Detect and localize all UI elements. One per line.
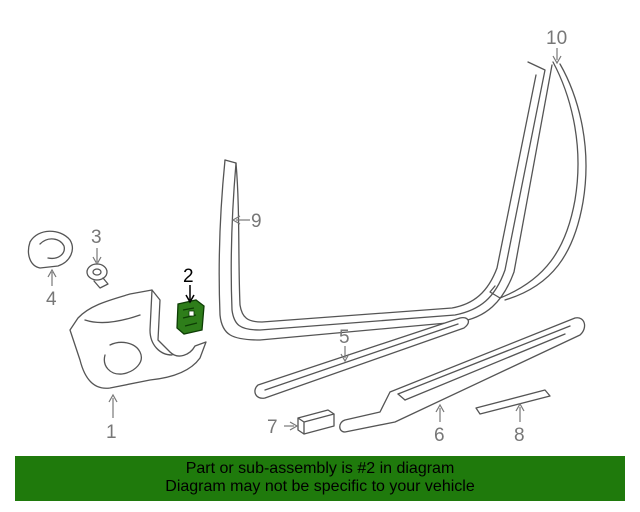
footer-line-2: Diagram may not be specific to your vehi…: [165, 478, 475, 495]
footer-banner: Part or sub-assembly is #2 in diagram Di…: [15, 456, 625, 501]
callout-4: 4: [46, 289, 57, 310]
arrow-2: [185, 294, 195, 304]
arrow-8: [515, 402, 525, 412]
arrow-5: [340, 353, 350, 363]
callout-5: 5: [339, 327, 350, 348]
callout-6: 6: [434, 425, 445, 446]
callout-3: 3: [91, 227, 102, 248]
arrow-6: [435, 403, 445, 413]
callout-10: 10: [546, 28, 567, 49]
callout-2: 2: [183, 266, 194, 287]
callout-9: 9: [251, 211, 262, 232]
arrow-10: [552, 55, 562, 65]
arrow-7: [289, 421, 299, 431]
callout-7: 7: [267, 417, 278, 438]
part-6-scuff-plate[interactable]: [339, 317, 586, 433]
callout-1: 1: [106, 422, 117, 443]
part-8-strip[interactable]: [475, 389, 551, 415]
part-1-kick-panel[interactable]: [69, 289, 207, 389]
part-4-cap[interactable]: [27, 230, 73, 269]
part-2-bracket[interactable]: [176, 299, 205, 335]
part-9-door-seal[interactable]: [218, 61, 553, 341]
arrow-1: [108, 393, 118, 403]
callout-8: 8: [514, 425, 525, 446]
part-7-clip[interactable]: [297, 409, 335, 435]
part-5-sill-trim[interactable]: [254, 316, 469, 399]
footer-line-1: Part or sub-assembly is #2 in diagram: [185, 460, 455, 477]
arrow-9: [231, 215, 241, 225]
arrow-4: [47, 268, 57, 278]
parts-diagram: 1 2 3 4 5 6 7 8 9 10: [27, 28, 587, 446]
part-3-fastener[interactable]: [86, 263, 109, 289]
arrow-3: [92, 256, 102, 266]
part-10-weatherstrip[interactable]: [489, 61, 587, 301]
